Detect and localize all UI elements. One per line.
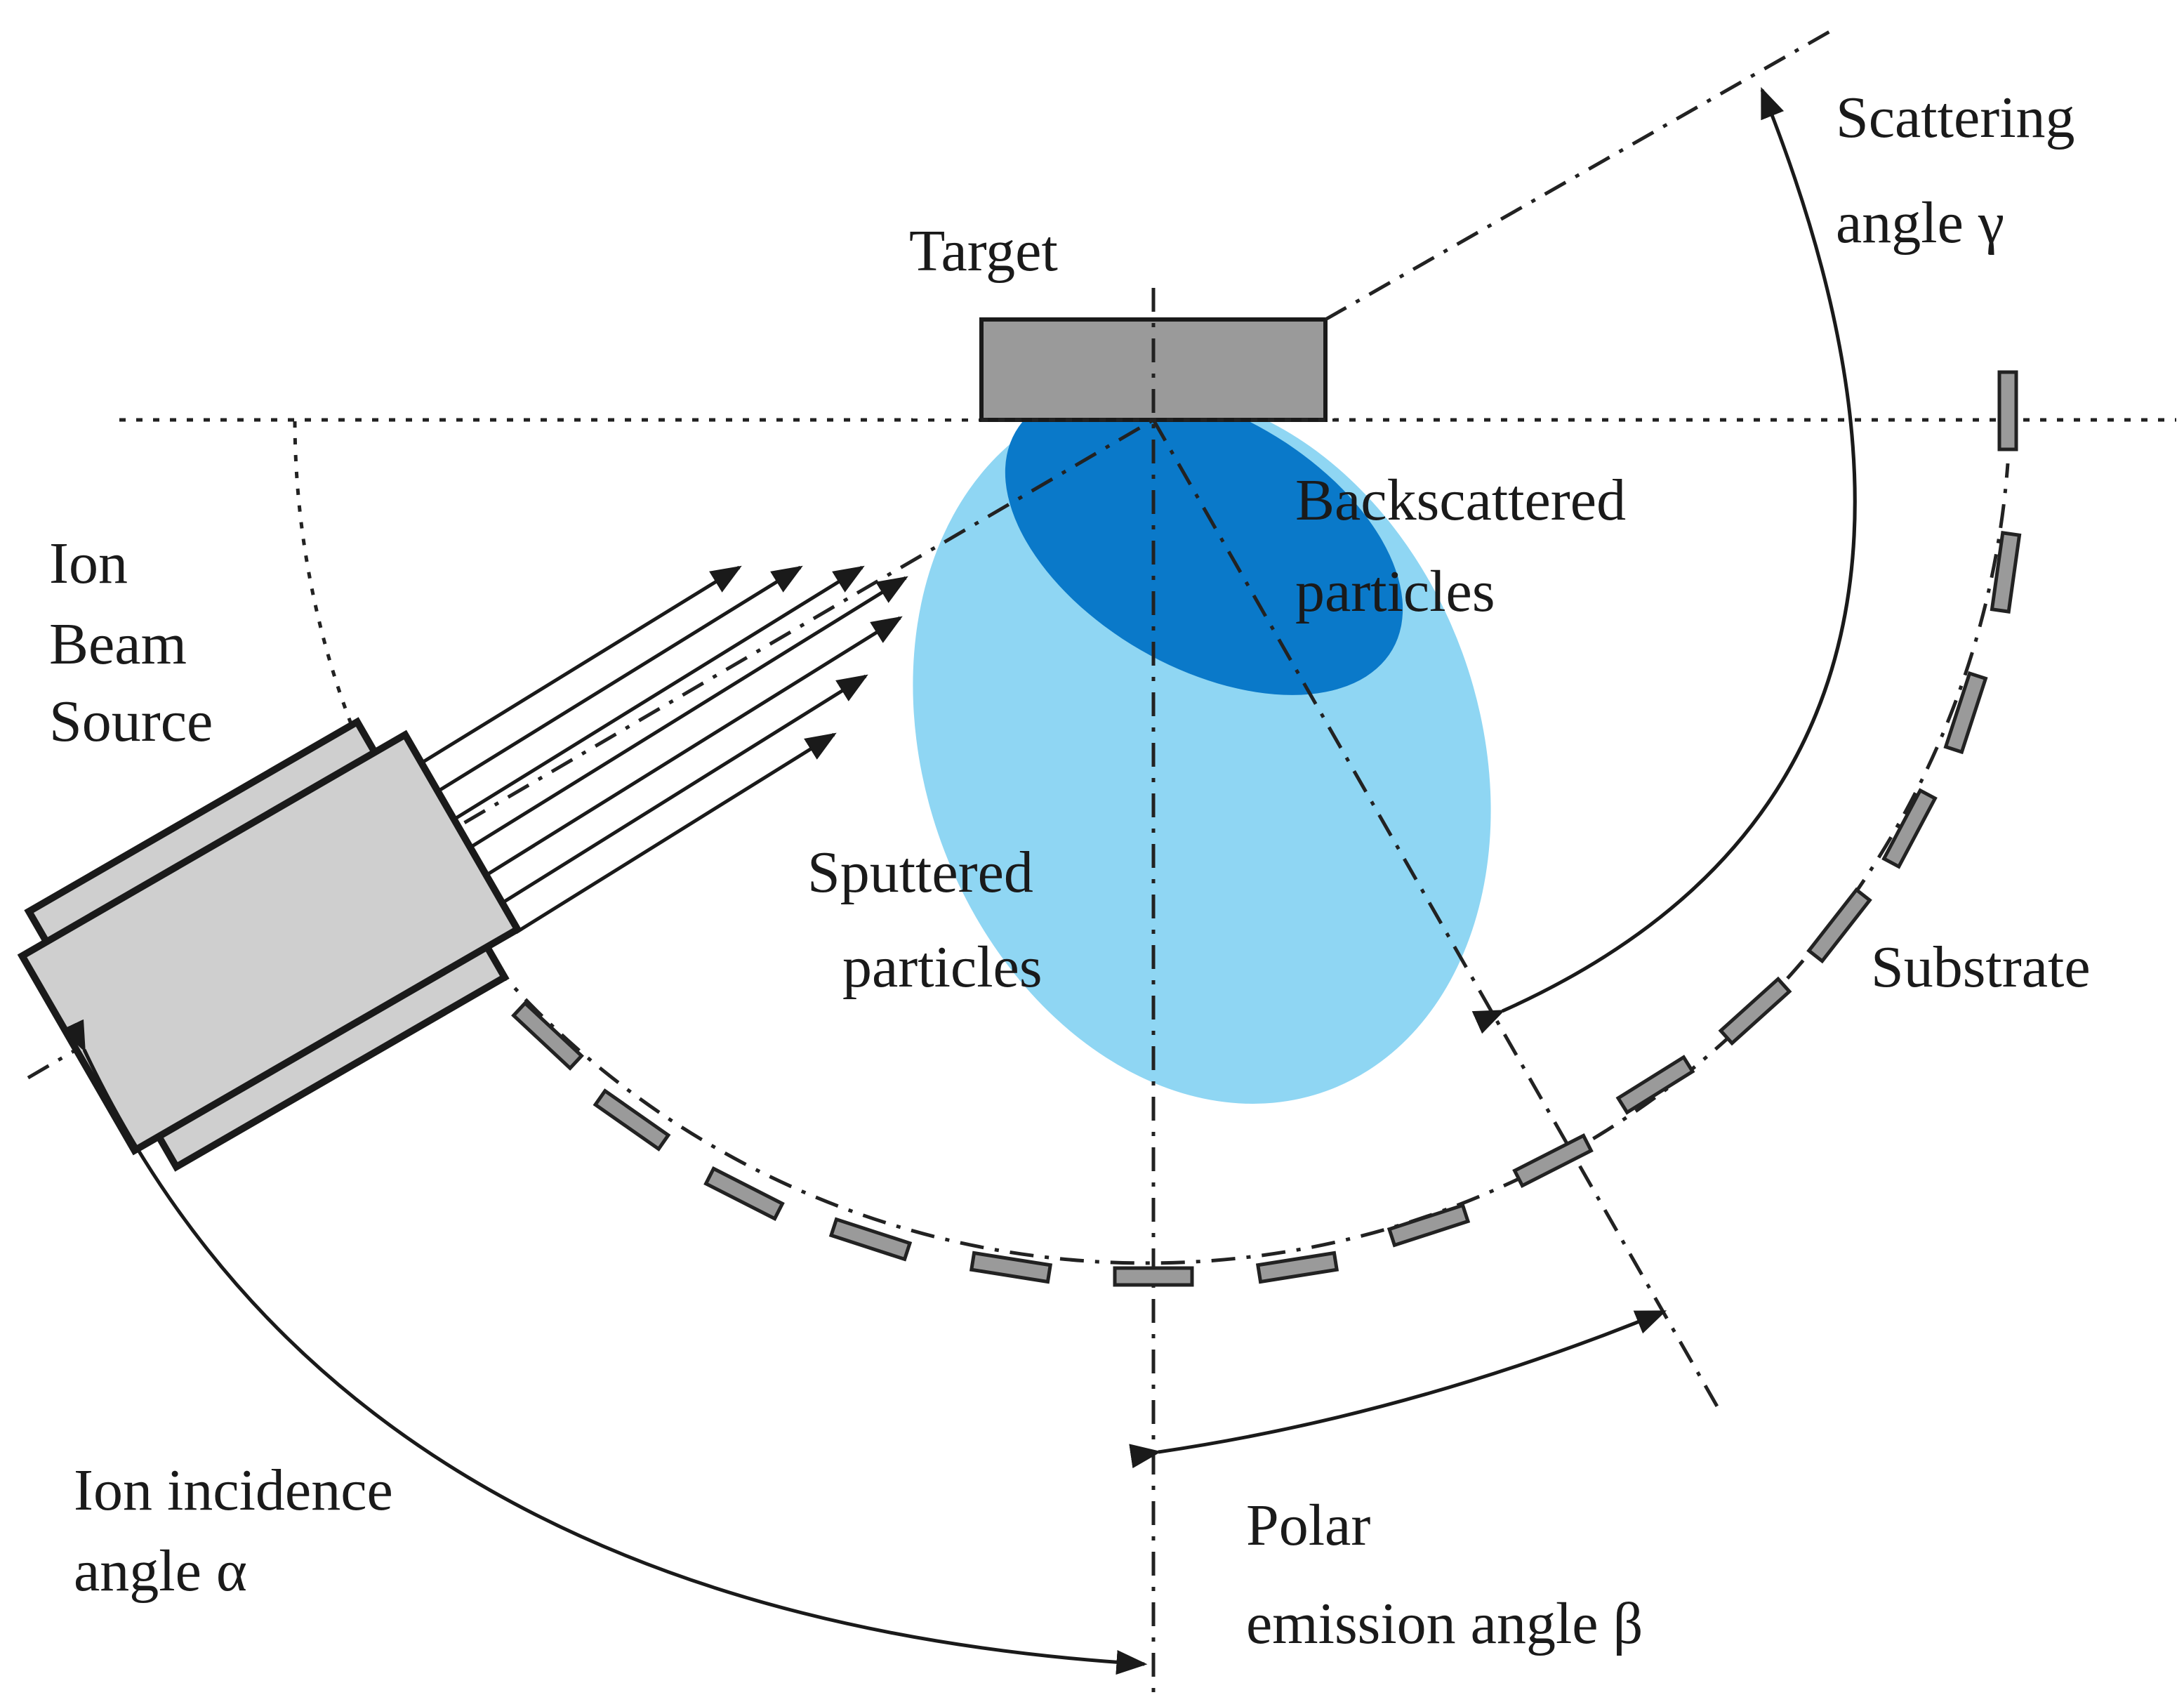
label-polar-emission-line1: Polar	[1246, 1493, 1370, 1558]
ion-beam-arrows	[418, 565, 908, 935]
ion-beam-arrow	[418, 565, 742, 766]
substrate-segment	[1997, 370, 2018, 451]
label-ion-source-line1: Ion	[49, 531, 128, 596]
substrate-segment	[1113, 1266, 1194, 1287]
substrate-segment	[1615, 1055, 1695, 1115]
substrate-segment	[1718, 976, 1792, 1046]
label-sputtered-line2: particles	[842, 935, 1043, 1000]
substrate-segment	[1255, 1251, 1339, 1284]
substrate-segment	[1881, 788, 1938, 869]
substrate-segment	[593, 1088, 671, 1152]
substrate-segment	[1943, 671, 1988, 755]
ion-beam-arrow	[515, 732, 837, 935]
substrate-segment	[969, 1251, 1053, 1284]
label-scattering-angle-line1: Scattering	[1836, 85, 2075, 150]
substrate-segment	[1512, 1133, 1594, 1189]
inner-dotted-arc	[293, 421, 367, 759]
label-substrate: Substrate	[1871, 935, 2091, 1000]
scattering-direction-line	[1324, 26, 1837, 322]
label-ion-source-line2: Beam	[49, 612, 187, 677]
ion-beam-arrow	[451, 565, 865, 822]
label-backscattered-line2: particles	[1295, 559, 1495, 624]
substrate-segment	[511, 1001, 584, 1071]
ion-incidence-angle-arrow	[61, 1019, 1148, 1675]
label-target: Target	[909, 218, 1058, 284]
scattering-angle-arrow	[1471, 86, 1857, 1034]
label-sputtered-line1: Sputtered	[807, 840, 1033, 905]
label-polar-emission-line2: emission angle β	[1246, 1591, 1643, 1656]
emission-direction-line	[1151, 418, 1722, 1413]
ion-beam-arrow	[483, 616, 903, 878]
substrate-segment	[1386, 1203, 1471, 1248]
label-ion-source-line3: Source	[49, 689, 213, 754]
backscattered-particles-cloud	[1005, 386, 1403, 695]
substrate-segment	[1806, 887, 1872, 964]
ion-beam-arrow	[435, 565, 803, 794]
ion-beam-arrow	[468, 576, 908, 850]
label-backscattered-line1: Backscattered	[1295, 468, 1626, 533]
ion-beam-arrow	[498, 674, 868, 906]
label-scattering-angle-line2: angle γ	[1836, 190, 2004, 256]
polar-emission-angle-arrow	[1129, 1310, 1667, 1469]
ion-beam-source	[17, 717, 522, 1172]
substrate-segment	[1990, 531, 2022, 614]
label-ion-incidence-line2: angle α	[74, 1538, 247, 1604]
label-ion-incidence-line1: Ion incidence	[74, 1458, 393, 1523]
